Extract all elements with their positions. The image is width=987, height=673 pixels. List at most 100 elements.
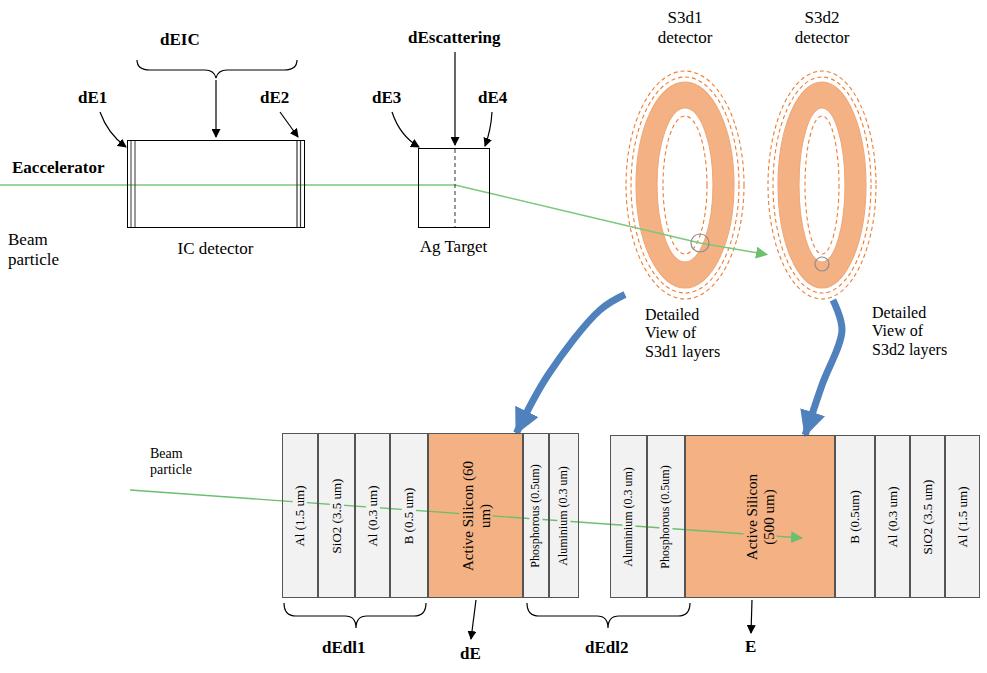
connectors <box>305 185 842 435</box>
layer-label: SiO2 (3.5 um) <box>329 476 343 555</box>
energy-loss-label: dEscattering <box>408 28 501 48</box>
beam-line <box>418 185 490 193</box>
layer-label: Active Silicon (60 um) <box>459 459 492 573</box>
layer-cell: Active Silicon (60 um) <box>428 433 523 598</box>
energy-loss-label: dE1 <box>78 88 107 108</box>
layer-fills <box>282 433 980 598</box>
ring-outline <box>773 77 871 293</box>
layer-fill <box>390 433 428 598</box>
layer-label: SiO2 (3.5 um) <box>920 477 934 556</box>
ic-detector-box: IC detector <box>127 140 305 228</box>
layer-fill <box>549 433 579 598</box>
ic-window <box>131 141 132 227</box>
hit-spot <box>815 257 829 271</box>
beam-energy-label: Eaccelerator <box>12 158 105 178</box>
ring-outline <box>768 71 876 299</box>
layer-fill <box>523 433 549 598</box>
detail-arrow <box>516 295 625 434</box>
pointer-arrow <box>215 80 216 137</box>
target-midplane <box>455 149 456 227</box>
layer-cell: SiO2 (3.5 um) <box>910 435 945 598</box>
layer-label: Aluminium (0.3 um) <box>557 464 570 568</box>
layer-label: B (0.5 um) <box>402 485 416 546</box>
detector-ring: S3d2 detector <box>767 70 877 300</box>
ring-outline <box>663 116 707 254</box>
layer-fill <box>835 435 875 598</box>
ic-window <box>300 141 301 227</box>
ring-outline <box>805 116 839 254</box>
ring-shape <box>625 70 745 300</box>
energy-loss-label: dE <box>460 644 481 664</box>
layer-fill <box>318 433 355 598</box>
layer-label: B (0.5um) <box>848 488 862 545</box>
layer-cell: Al (1.5 um) <box>945 435 980 598</box>
beam-connector <box>305 184 418 186</box>
beam-line <box>0 184 306 186</box>
brace <box>137 60 297 78</box>
pointer-arrow <box>100 112 126 147</box>
layer-label: Phosphorous (0.5um) <box>529 462 542 569</box>
layer-cell: Al (1.5 um) <box>282 433 318 598</box>
ring-outline <box>799 108 845 262</box>
energy-loss-label: dE4 <box>478 88 507 108</box>
hit-spot <box>691 234 709 252</box>
layer-label: Al (1.5 um) <box>293 483 307 548</box>
layer-cell: Al (0.3 um) <box>875 435 910 598</box>
layer-fill <box>910 435 945 598</box>
layer-label: Active Silicon (500 um) <box>744 457 777 576</box>
layer-fill <box>685 435 835 598</box>
layer-cell: B (0.5um) <box>835 435 875 598</box>
layer-cell: Al (0.3 um) <box>355 433 390 598</box>
layer-fill <box>610 435 647 598</box>
layer-fill <box>428 433 523 598</box>
bracket <box>527 603 690 628</box>
bracket <box>284 603 426 628</box>
layer-cell: Phosphorous (0.5um) <box>523 433 549 598</box>
energy-loss-label: dE3 <box>372 88 401 108</box>
pointer-arrow <box>392 112 419 147</box>
layer-fill <box>875 435 910 598</box>
pointer-arrow <box>485 112 492 146</box>
layer-label: Al (0.3 um) <box>885 484 899 549</box>
part-label: S3d1 detector <box>640 8 730 49</box>
energy-label: E <box>745 637 756 657</box>
ic-window <box>296 141 297 227</box>
detail-note: Detailed View of S3d2 layers <box>872 304 952 359</box>
energy-loss-label: dEdl2 <box>585 638 628 658</box>
pointer-arrow <box>280 112 298 137</box>
beam-connector <box>490 193 625 225</box>
part-label: S3d2 detector <box>777 8 867 49</box>
energy-loss-label: dEIC <box>160 30 200 50</box>
ring-outline <box>778 82 866 288</box>
layer-cell: SiO2 (3.5 um) <box>318 433 355 598</box>
layer-fill <box>355 433 390 598</box>
layer-label: Al (0.3 um) <box>365 483 379 548</box>
layer-label: Al (1.5 um) <box>955 484 969 549</box>
energy-loss-label: dEdl1 <box>322 638 365 658</box>
pointer-arrow <box>471 600 476 639</box>
energy-loss-label: dE2 <box>260 88 289 108</box>
target-box: Ag Target <box>418 148 490 228</box>
beam-connector <box>745 251 767 255</box>
pointer-arrow <box>751 600 752 633</box>
part-label: IC detector <box>127 239 305 259</box>
layer-cell: B (0.5 um) <box>390 433 428 598</box>
detail-note: Detailed View of S3d1 layers <box>645 306 725 361</box>
detail-arrow <box>805 300 842 435</box>
ring-outline <box>626 71 744 299</box>
layer-fill <box>282 433 318 598</box>
detector-ring: S3d1 detector <box>625 70 745 300</box>
beam-label: Beam particle <box>8 230 88 269</box>
layer-cell: Aluminium (0.3 um) <box>610 435 647 598</box>
beam-label: Beam particle <box>150 446 220 478</box>
layer-cell: Aluminium (0.3 um) <box>549 433 579 598</box>
beam-line <box>625 225 745 251</box>
layer-fill <box>647 435 685 598</box>
ring-outline <box>657 108 713 262</box>
layer-label: Phosphorous (0.5um) <box>659 463 672 570</box>
ring-outline <box>631 77 739 293</box>
layer-cell: Active Silicon (500 um) <box>685 435 835 598</box>
part-label: Ag Target <box>418 237 490 257</box>
layer-fill <box>945 435 980 598</box>
